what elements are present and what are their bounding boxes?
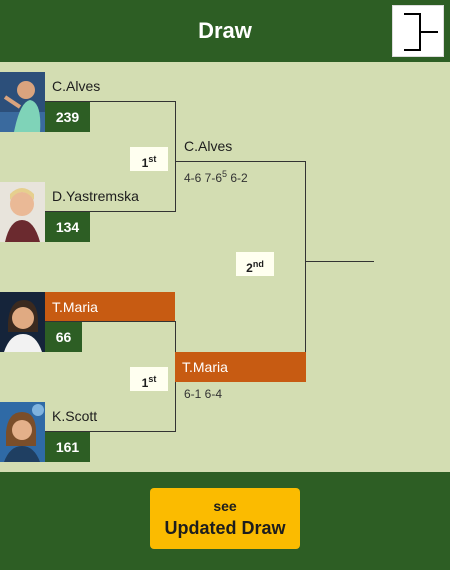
bracket-icon — [404, 13, 438, 51]
round-label-1st: 1st — [130, 367, 168, 391]
player-name: K.Scott — [52, 408, 98, 424]
page-title: Draw — [198, 18, 252, 43]
see-label: see — [213, 498, 237, 514]
match-score: 6-1 6-4 — [184, 387, 223, 401]
player-name-highlighted: T.Maria — [45, 292, 175, 322]
player-photo-maria — [0, 292, 45, 352]
match-score: 4-6 7-65 6-2 — [184, 169, 248, 185]
bracket-line — [45, 211, 176, 212]
bracket-line — [175, 101, 176, 212]
player-rank: 239 — [45, 102, 90, 132]
bracket-line — [175, 161, 306, 162]
player-photo-scott — [0, 402, 45, 462]
player-photo-alves — [0, 72, 45, 132]
see-updated-draw-button[interactable]: see Updated Draw — [150, 488, 300, 549]
player-rank: 161 — [45, 432, 90, 462]
round-label-2nd: 2nd — [236, 252, 274, 276]
header-bar: Draw — [0, 0, 450, 62]
match-winner-highlighted: T.Maria — [175, 352, 306, 382]
bracket-line — [45, 101, 176, 102]
bracket-line — [45, 321, 176, 322]
player-photo-yastremska — [0, 182, 45, 242]
bracket-line — [45, 431, 176, 432]
bracket-line — [305, 161, 306, 382]
round-label-1st: 1st — [130, 147, 168, 171]
bracket-line — [305, 261, 374, 262]
player-rank: 66 — [45, 322, 82, 352]
bracket-button[interactable] — [392, 5, 444, 57]
player-rank: 134 — [45, 212, 90, 242]
match-winner: C.Alves — [184, 138, 233, 154]
player-name: D.Yastremska — [52, 188, 139, 204]
updated-draw-label: Updated Draw — [164, 518, 286, 538]
player-name: C.Alves — [52, 78, 101, 94]
